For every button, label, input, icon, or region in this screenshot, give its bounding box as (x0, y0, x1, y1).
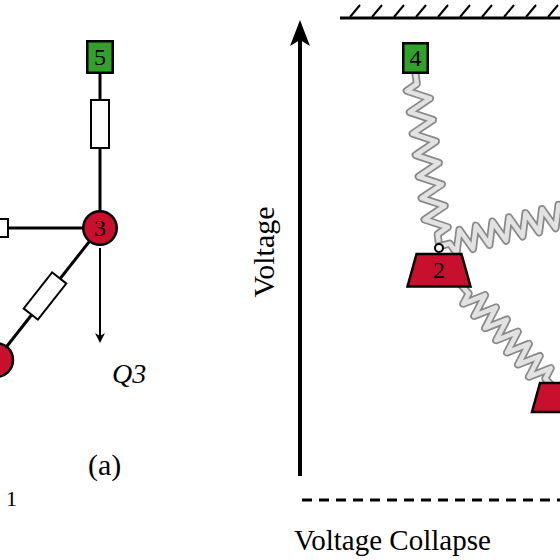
resistor-symbol (0, 219, 8, 237)
node-number: 5 (94, 45, 106, 69)
resistor-symbol (24, 272, 67, 319)
axis-line (298, 40, 302, 476)
ceiling-hatch (350, 5, 558, 17)
node-number: 3 (94, 216, 106, 240)
axis-arrowhead (290, 20, 310, 46)
load-arrow (99, 248, 101, 338)
panel-label: (a) (88, 450, 121, 480)
axis-tick: 1 (6, 488, 17, 510)
collapse-line (302, 499, 560, 502)
anchor-square: 4 (402, 42, 429, 74)
node-number: 2 (433, 258, 445, 282)
resistor-symbol (91, 100, 109, 148)
weight: 2 (406, 252, 472, 288)
spring (440, 205, 560, 386)
axis-label: Voltage (249, 206, 279, 297)
bus-circle: 3 (82, 210, 118, 246)
weight (532, 383, 560, 412)
node-number: 4 (410, 46, 422, 70)
generator-square: 5 (86, 40, 114, 74)
axis-label: Voltage Collapse (294, 526, 491, 555)
load-label: Q3 (112, 360, 146, 388)
bus-circle (0, 343, 13, 377)
spring (407, 74, 448, 244)
line (0, 228, 100, 355)
